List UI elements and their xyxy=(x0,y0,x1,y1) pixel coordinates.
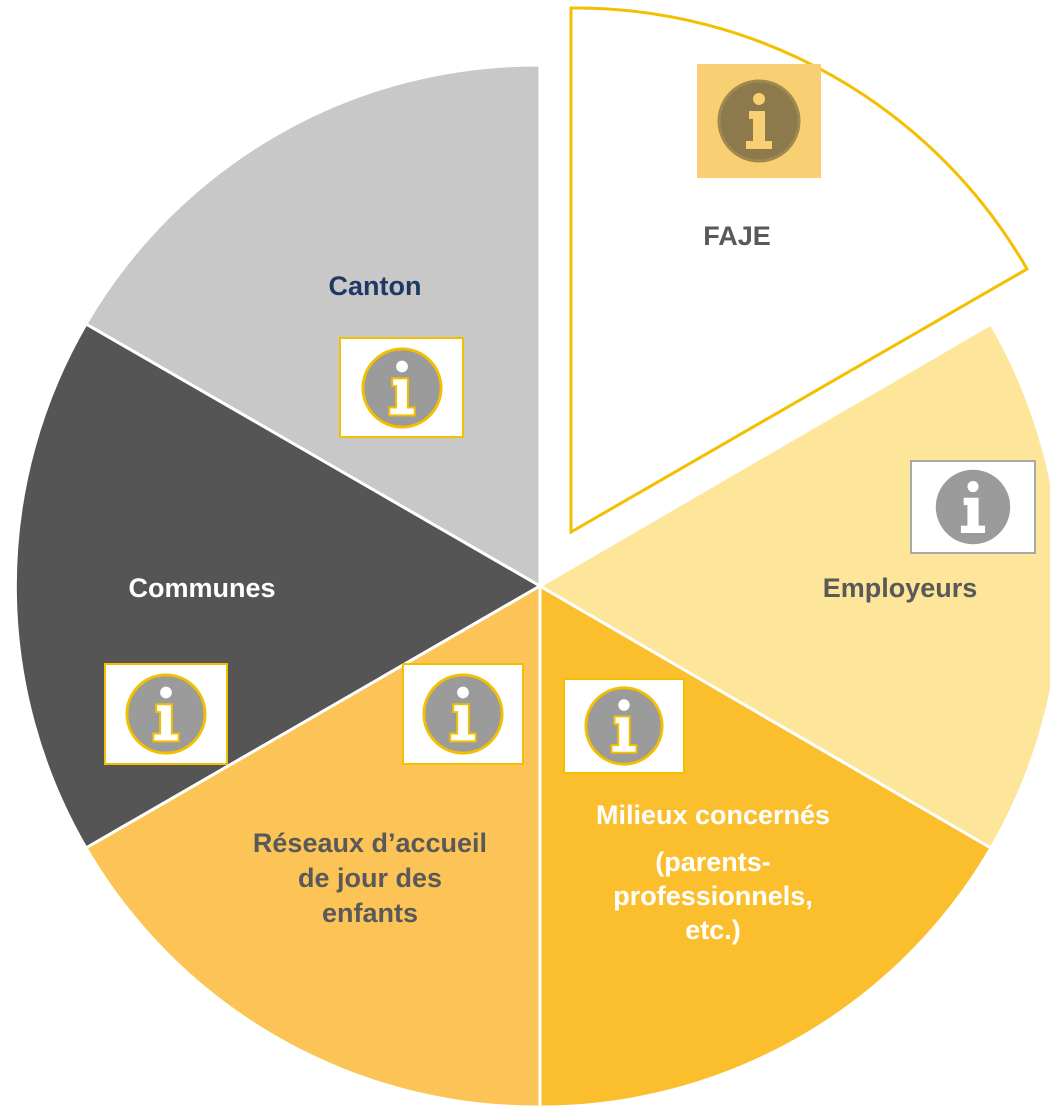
segment-canton[interactable] xyxy=(83,63,542,589)
info-button-employeurs[interactable] xyxy=(910,460,1036,554)
label-reseaux: Réseaux d’accueil de jour des enfants xyxy=(252,828,488,928)
segment-employeurs[interactable] xyxy=(537,321,1050,851)
label-canton: Canton xyxy=(328,271,422,301)
label-faje: FAJE xyxy=(703,221,771,251)
label-milieux-sub: (parents- professionnels, etc.) xyxy=(613,847,813,945)
info-button-communes[interactable] xyxy=(104,663,228,765)
info-button-reseaux[interactable] xyxy=(402,663,524,765)
label-milieux-title: Milieux concernés xyxy=(595,800,831,830)
info-icon xyxy=(584,686,664,766)
info-button-canton[interactable] xyxy=(339,337,464,438)
info-icon xyxy=(935,469,1011,545)
segment-faje[interactable] xyxy=(569,6,1030,535)
label-milieux: Milieux concernés (parents- professionne… xyxy=(548,797,878,947)
info-icon xyxy=(717,79,801,163)
info-icon xyxy=(422,673,504,755)
info-button-faje[interactable] xyxy=(697,64,821,178)
info-button-milieux[interactable] xyxy=(563,678,685,774)
label-communes: Communes xyxy=(128,573,276,603)
info-icon xyxy=(125,673,207,755)
label-employeurs: Employeurs xyxy=(822,573,978,603)
info-icon xyxy=(360,346,443,429)
